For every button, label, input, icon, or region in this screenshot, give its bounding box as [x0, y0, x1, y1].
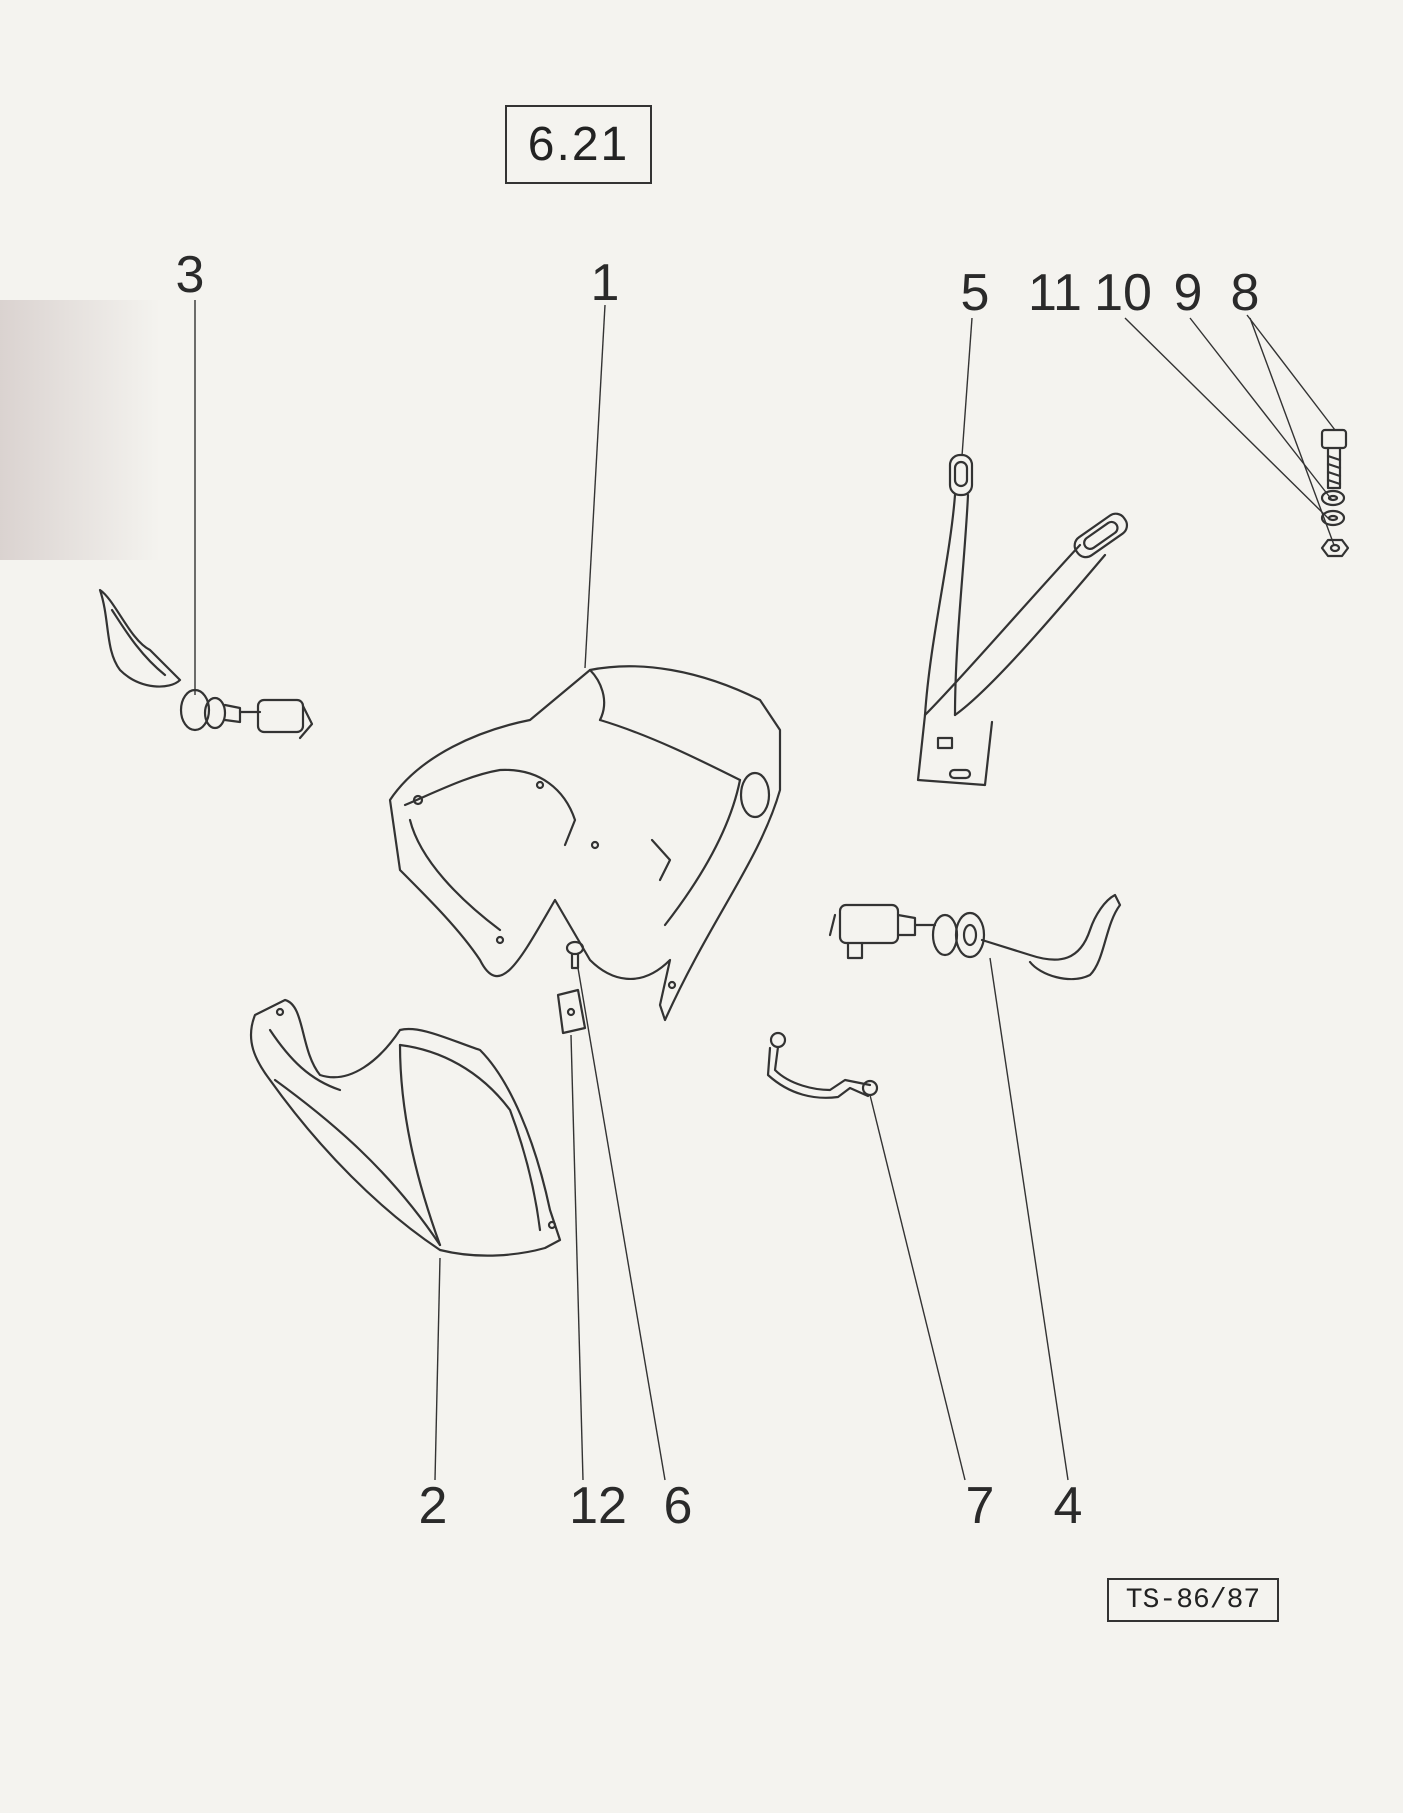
leader-4	[989, 957, 1069, 1481]
callout-7: 7	[966, 1477, 995, 1535]
part-5-bracket	[916, 453, 1129, 787]
part-7-strap	[766, 1031, 879, 1099]
callout-8: 8	[1231, 264, 1260, 322]
part-11-nut	[1320, 538, 1350, 558]
section-number-box: 6.21	[505, 105, 652, 184]
part-6-screw	[565, 940, 585, 970]
leader-6	[577, 967, 666, 1481]
callout-3: 3	[176, 246, 205, 304]
section-number: 6.21	[527, 118, 630, 171]
part-9-washer	[1320, 489, 1346, 507]
callout-10: 10	[1094, 264, 1152, 322]
callout-5: 5	[961, 264, 990, 322]
leader-9	[1189, 317, 1333, 501]
part-2-lower-shroud	[250, 998, 562, 1257]
drawing-code-box: TS-86/87	[1107, 1578, 1279, 1622]
leader-8	[1246, 314, 1336, 431]
callout-12: 12	[569, 1477, 627, 1535]
callout-4: 4	[1054, 1477, 1083, 1535]
callout-1: 1	[591, 254, 620, 312]
part-1-upper-shroud	[388, 665, 782, 1022]
callout-9: 9	[1174, 264, 1203, 322]
part-12-clip	[556, 988, 587, 1035]
part-10-spring-washer	[1320, 509, 1346, 527]
part-4-lever-switch	[828, 893, 1122, 981]
callout-numbers: 3 1 5 11 10 9 8 2 12 6 7 4	[176, 246, 1260, 1535]
leader-10	[1124, 317, 1331, 521]
part-8-bolt	[1320, 428, 1348, 490]
leader-12	[570, 1034, 584, 1481]
leader-7	[869, 1094, 966, 1481]
part-3-lever-switch	[98, 588, 314, 740]
leader-11	[1249, 317, 1335, 546]
callout-6: 6	[664, 1477, 693, 1535]
leader-lines	[194, 300, 1336, 1481]
callout-2: 2	[419, 1477, 448, 1535]
drawing-code: TS-86/87	[1125, 1584, 1261, 1616]
leader-5	[961, 317, 973, 457]
leader-1	[584, 304, 606, 669]
leader-2	[434, 1257, 441, 1481]
callout-11: 11	[1028, 264, 1082, 322]
